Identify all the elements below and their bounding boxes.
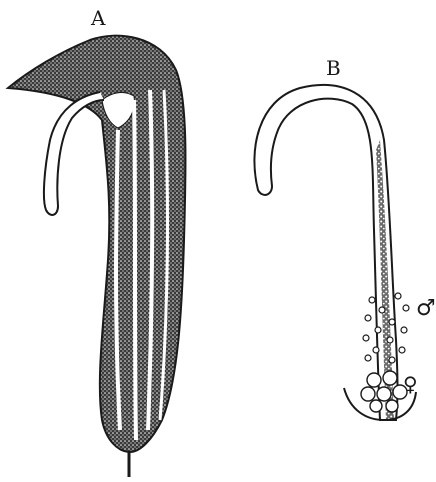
figure-a-label: A xyxy=(91,8,105,28)
figure-b-label: B xyxy=(326,58,341,78)
male-symbol: ♂ xyxy=(416,298,436,320)
figure-a-spathe xyxy=(8,36,186,477)
figure-b-spadix xyxy=(254,85,416,420)
female-symbol: ♀ xyxy=(403,374,418,394)
